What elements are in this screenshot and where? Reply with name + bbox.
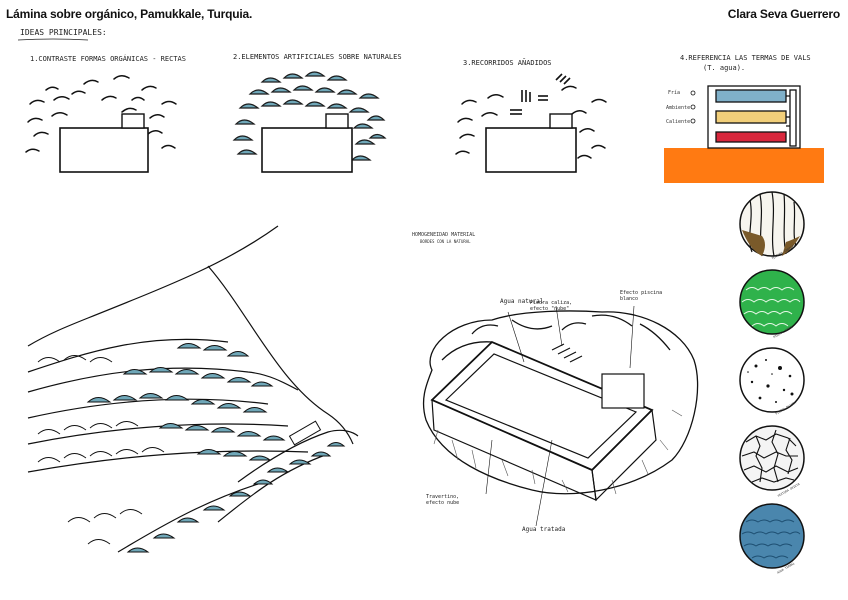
axonometric-subheading: BORDES CON LA NATURAL: [420, 239, 471, 244]
axonometric-drawing: [422, 305, 699, 527]
axonometric-heading: HOMOGENEIDAD MATERIAL: [412, 232, 476, 238]
note-travertine: Travertino, efecto nube: [426, 494, 460, 506]
texture-column: [739, 191, 805, 569]
ideas-heading: IDEAS PRINCIPALES:: [20, 28, 107, 37]
texture-green: [739, 269, 805, 335]
site-plan-drawing: [27, 225, 359, 553]
note-limestone: Piedra caliza, efecto "nube": [530, 300, 573, 312]
idea-label-4: 4.REFERENCIA LAS TERMAS DE VALS: [680, 54, 811, 62]
idea-sublabel-4: (T. agua).: [703, 64, 746, 72]
sketch-baths-reference: [664, 85, 824, 183]
sketch-artificial-over-natural: [232, 71, 387, 173]
note-pool-effect: Efecto piscina blanco: [620, 290, 663, 302]
sketch-added-paths: [455, 73, 607, 173]
heading-underline: [17, 38, 89, 41]
texture-cracked: [739, 425, 805, 491]
note-natural-water: Agua natural: [500, 298, 544, 305]
legend-label-hot: Caliente: [666, 119, 691, 125]
texture-water: [739, 503, 805, 569]
note-treated-water: Agua tratada: [522, 526, 566, 533]
ground-fill: [664, 148, 824, 183]
idea-label-1: 1.CONTRASTE FORMAS ORGÁNICAS - RECTAS: [30, 55, 186, 63]
idea-label-3: 3.RECORRIDOS AÑADIDOS: [463, 59, 552, 67]
legend-label-cold: Fría: [668, 90, 681, 96]
legend-markers: [690, 90, 696, 124]
page-title: Lámina sobre orgánico, Pamukkale, Turqui…: [6, 7, 253, 21]
idea-label-2: 2.ELEMENTOS ARTIFICIALES SOBRE NATURALES: [233, 53, 402, 61]
texture-bark: [739, 191, 805, 257]
author-name: Clara Seva Guerrero: [727, 7, 840, 21]
legend-label-ambient: Ambiente: [666, 105, 691, 111]
texture-speckled: [739, 347, 805, 413]
sketch-contrast: [25, 75, 177, 173]
